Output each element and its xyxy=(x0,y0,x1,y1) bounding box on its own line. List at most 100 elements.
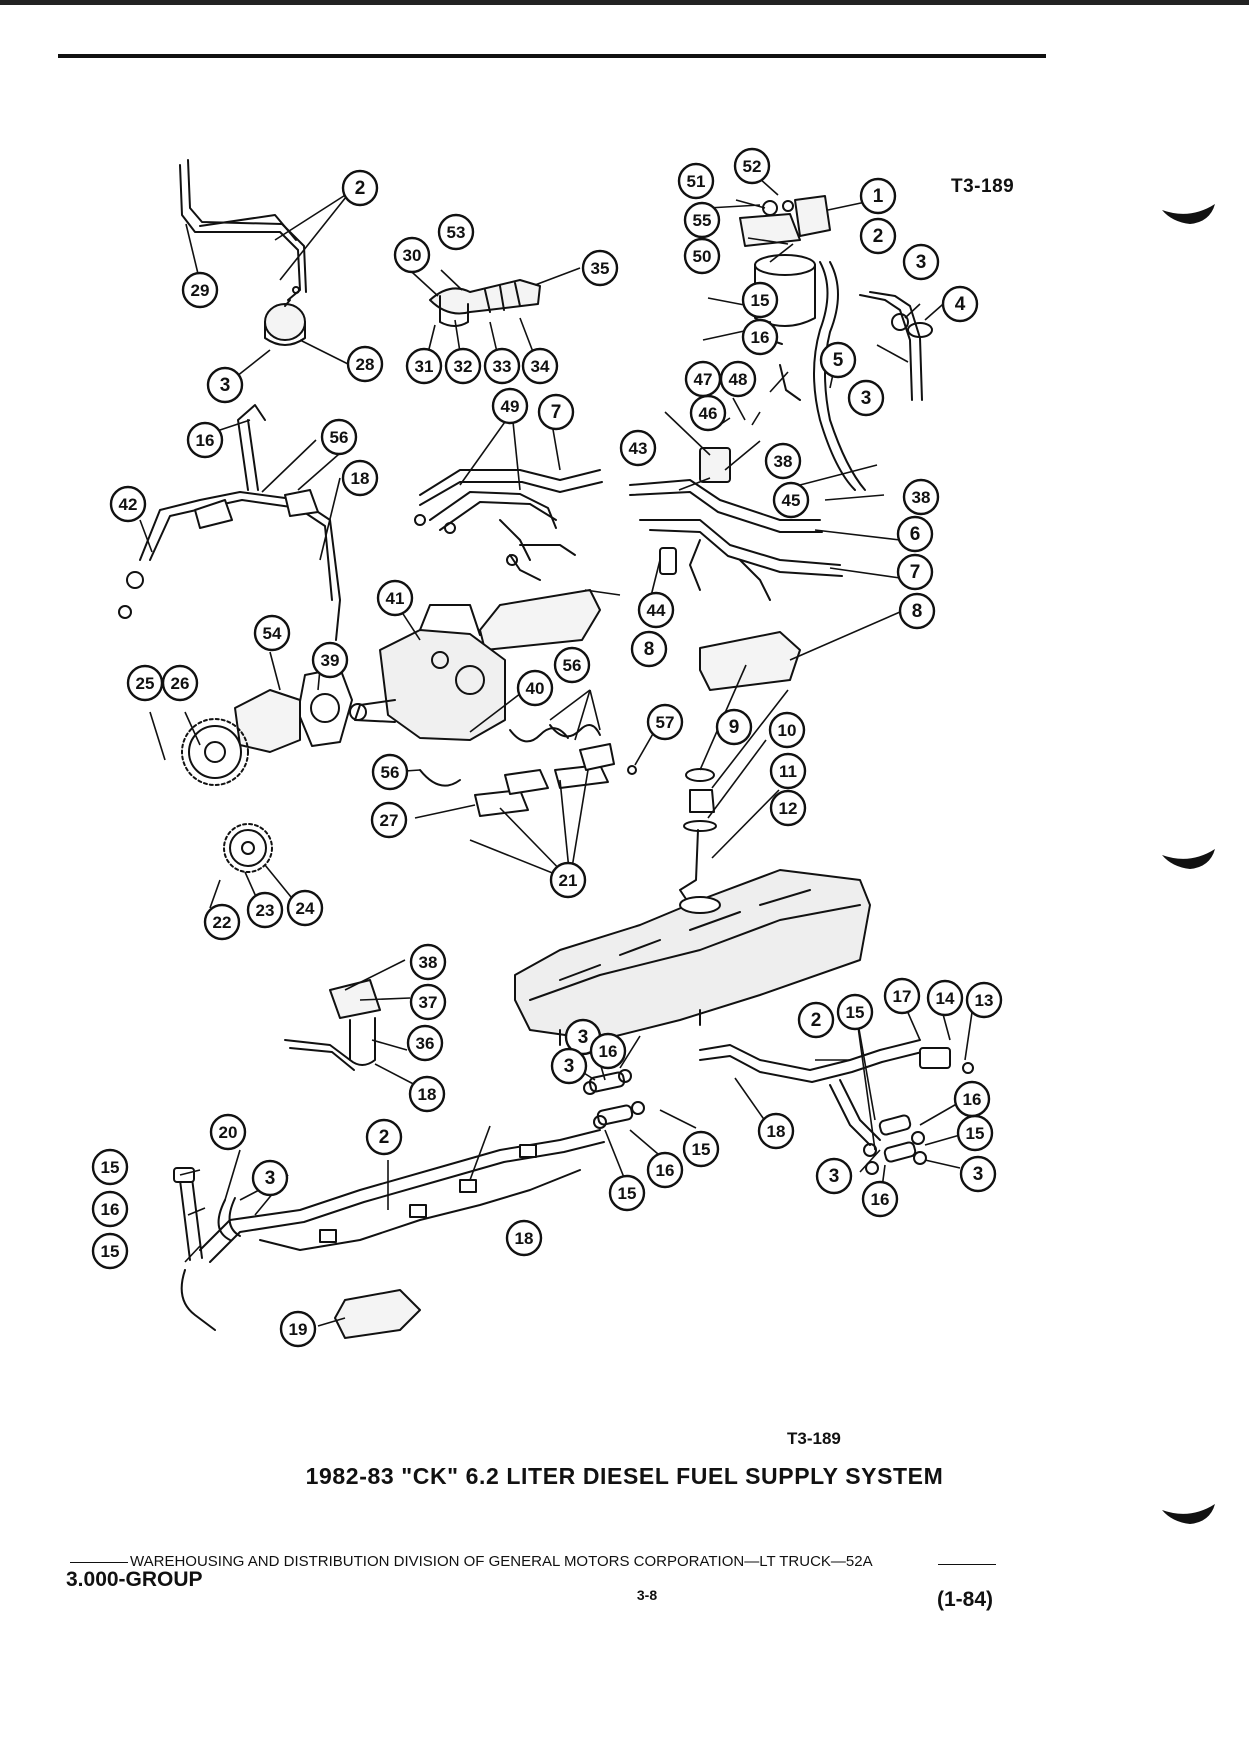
callout-circle xyxy=(365,1118,403,1156)
callout-circle xyxy=(341,459,379,497)
callout-30: 30 xyxy=(393,236,431,274)
callout-circle xyxy=(346,345,384,383)
callout-16: 16 xyxy=(953,1080,991,1118)
callout-47: 47 xyxy=(684,360,722,398)
callout-number: 36 xyxy=(416,1034,435,1053)
callout-circle xyxy=(741,318,779,356)
callout-circle xyxy=(646,703,684,741)
callout-number: 9 xyxy=(729,717,740,738)
callout-number: 32 xyxy=(454,357,473,376)
callout-number: 12 xyxy=(779,799,798,818)
callout-number: 29 xyxy=(191,281,210,300)
callout-15: 15 xyxy=(682,1130,720,1168)
scan-top-edge xyxy=(0,0,1249,5)
callout-circle xyxy=(553,646,591,684)
callout-15: 15 xyxy=(741,281,779,319)
callout-33: 33 xyxy=(483,347,521,385)
callout-10: 10 xyxy=(768,711,806,749)
callout-number: 26 xyxy=(171,674,190,693)
callout-number: 1 xyxy=(873,186,884,207)
callout-number: 46 xyxy=(699,404,718,423)
callout-number: 17 xyxy=(893,987,912,1006)
callout-circle xyxy=(757,1112,795,1150)
callout-circle xyxy=(253,614,291,652)
callout-circle xyxy=(847,379,885,417)
margin-mark-middle xyxy=(1162,849,1215,869)
callout-41: 41 xyxy=(376,579,414,617)
callout-15: 15 xyxy=(91,1148,129,1186)
callout-31: 31 xyxy=(405,347,443,385)
callout-15: 15 xyxy=(956,1114,994,1152)
callout-circle xyxy=(953,1080,991,1118)
callout-circle xyxy=(859,217,897,255)
callout-16: 16 xyxy=(186,421,224,459)
callout-circle xyxy=(859,177,897,215)
callout-circle xyxy=(186,421,224,459)
callout-number: 16 xyxy=(963,1090,982,1109)
callout-2: 2 xyxy=(365,1118,403,1156)
callout-number: 21 xyxy=(559,871,578,890)
publisher-line: WAREHOUSING AND DISTRIBUTION DIVISION OF… xyxy=(70,1553,873,1570)
callout-circle xyxy=(883,977,921,1015)
callout-number: 56 xyxy=(330,428,349,447)
callout-circle xyxy=(286,889,324,927)
callout-number: 24 xyxy=(296,899,315,918)
callout-number: 25 xyxy=(136,674,155,693)
footer-dash xyxy=(938,1564,996,1565)
callout-32: 32 xyxy=(444,347,482,385)
callout-number: 14 xyxy=(936,989,955,1008)
callout-42: 42 xyxy=(109,485,147,523)
callout-18: 18 xyxy=(341,459,379,497)
callout-37: 37 xyxy=(409,983,447,1021)
callout-circle xyxy=(516,669,554,707)
callout-number: 8 xyxy=(644,639,655,660)
callout-3: 3 xyxy=(550,1047,588,1085)
callout-circle xyxy=(896,553,934,591)
callout-circle xyxy=(109,485,147,523)
callout-18: 18 xyxy=(505,1219,543,1257)
callout-circle xyxy=(91,1232,129,1270)
callout-number: 56 xyxy=(563,656,582,675)
callout-51: 51 xyxy=(677,162,715,200)
callout-number: 2 xyxy=(355,178,366,199)
callout-number: 15 xyxy=(966,1124,985,1143)
callout-circle xyxy=(637,591,675,629)
callout-number: 16 xyxy=(751,328,770,347)
callout-17: 17 xyxy=(883,977,921,1015)
callout-number: 20 xyxy=(219,1123,238,1142)
callout-number: 16 xyxy=(656,1161,675,1180)
callout-circle xyxy=(371,753,409,791)
callout-3: 3 xyxy=(959,1155,997,1193)
header-rule xyxy=(58,54,1046,58)
callout-circle xyxy=(376,579,414,617)
callout-circle xyxy=(741,281,779,319)
callout-circle xyxy=(161,664,199,702)
callout-circle xyxy=(861,1180,899,1218)
callout-circle xyxy=(619,429,657,467)
callout-number: 3 xyxy=(564,1056,575,1077)
callout-number: 5 xyxy=(833,350,844,371)
callout-circle xyxy=(444,347,482,385)
callout-number: 16 xyxy=(196,431,215,450)
callout-circle xyxy=(926,979,964,1017)
callout-circle xyxy=(409,943,447,981)
callout-9: 9 xyxy=(715,708,753,746)
callout-circle xyxy=(646,1151,684,1189)
callout-number: 22 xyxy=(213,913,232,932)
callout-number: 15 xyxy=(101,1242,120,1261)
callout-circle xyxy=(941,285,979,323)
callout-38: 38 xyxy=(902,478,940,516)
callout-circle xyxy=(521,347,559,385)
callout-circle xyxy=(405,347,443,385)
callout-28: 28 xyxy=(346,345,384,383)
callout-number: 27 xyxy=(380,811,399,830)
callout-circle xyxy=(898,592,936,630)
callout-number: 3 xyxy=(916,252,927,273)
callout-number: 47 xyxy=(694,370,713,389)
callout-5: 5 xyxy=(819,341,857,379)
callout-number: 11 xyxy=(779,762,797,781)
callout-number: 15 xyxy=(751,291,770,310)
callout-number: 55 xyxy=(693,211,712,230)
callout-circle xyxy=(772,481,810,519)
